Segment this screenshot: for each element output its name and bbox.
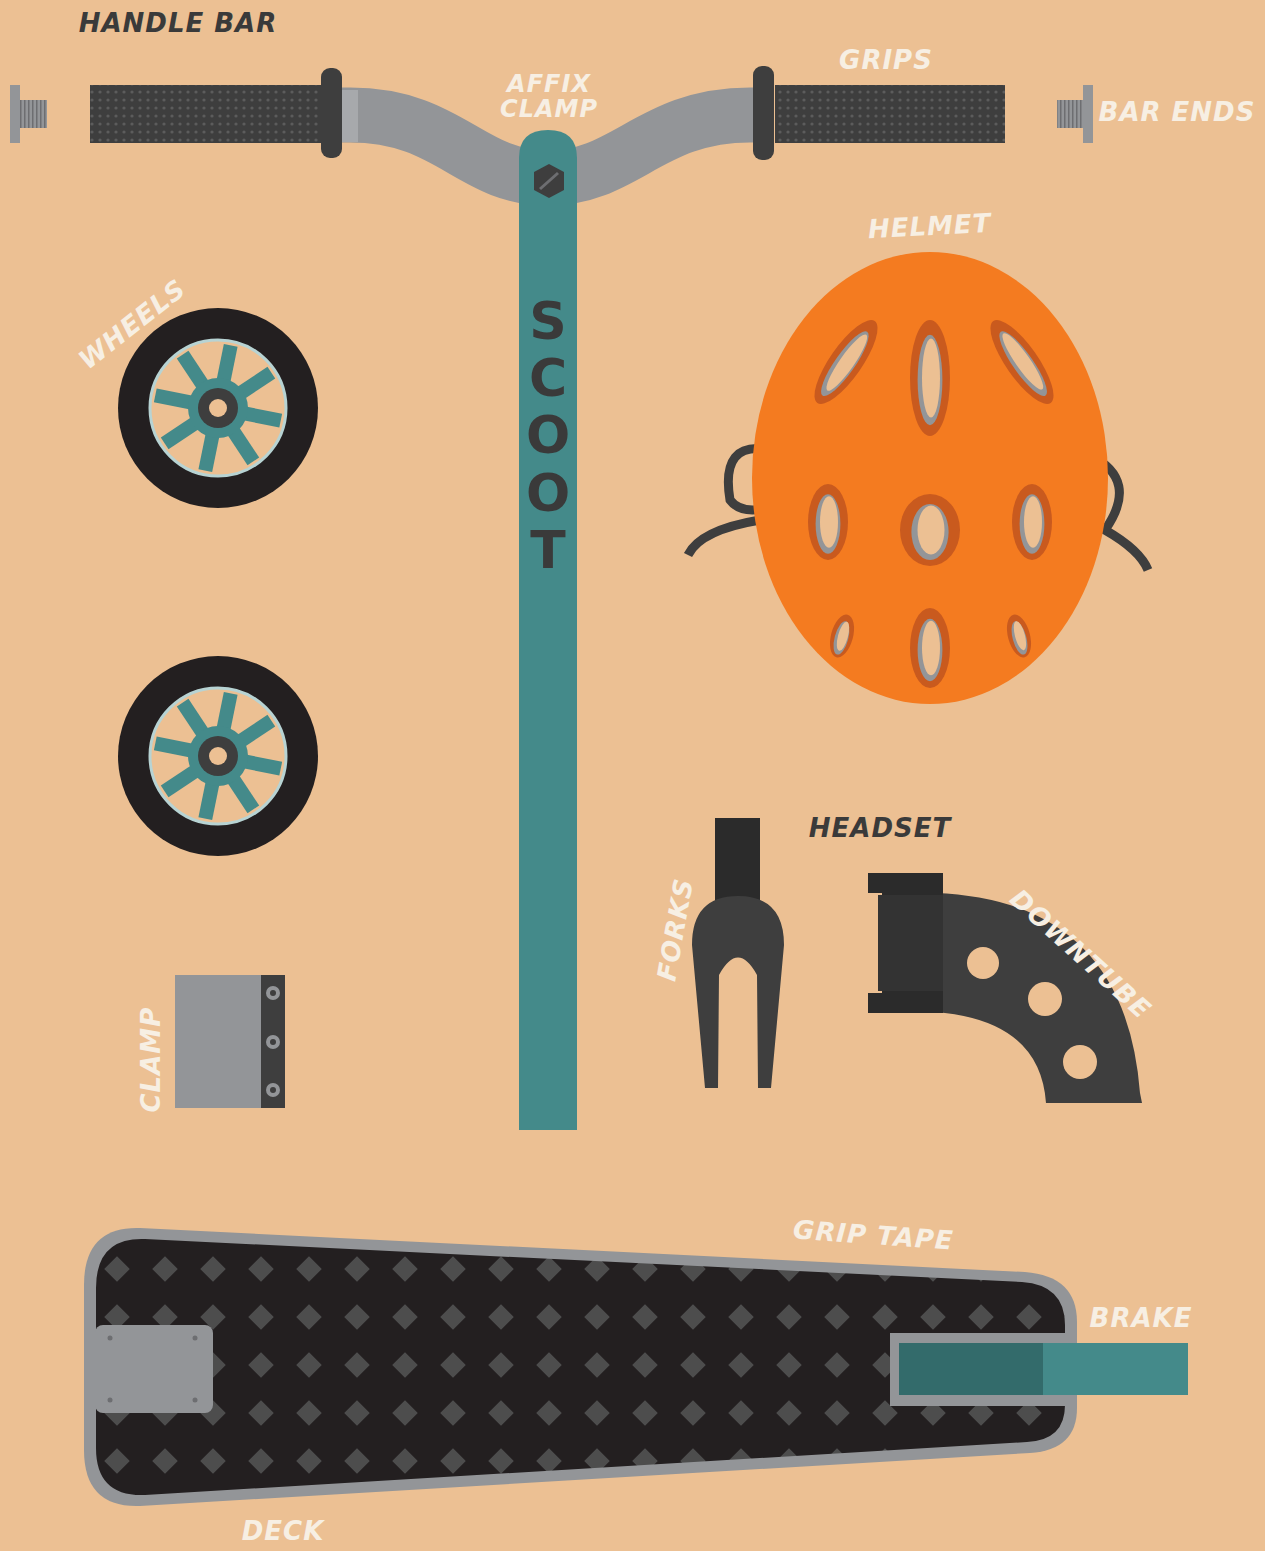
vent-rim — [804, 312, 888, 412]
part-label: HEADSET — [809, 815, 951, 842]
part-label: GRIP TAPE — [792, 1217, 954, 1255]
wheels — [118, 308, 318, 856]
hub — [198, 388, 238, 428]
vent-hole — [1011, 620, 1028, 651]
part-label: DECK — [242, 1518, 325, 1545]
vent-hole — [821, 331, 872, 395]
stem — [519, 130, 577, 1130]
hub — [198, 736, 238, 776]
helmet — [688, 252, 1148, 704]
part-label: CLAMP — [138, 1007, 165, 1113]
axle-hole — [209, 399, 227, 417]
vent-rim — [980, 312, 1064, 412]
vent-rim — [910, 320, 950, 436]
rim — [150, 688, 286, 824]
vent-rim — [1012, 484, 1052, 560]
part-label: HANDLE BAR — [79, 10, 278, 37]
vent-rim — [1003, 612, 1036, 660]
vent-rim — [910, 608, 950, 688]
vent-hole — [922, 339, 940, 418]
part-label: GRIPS — [839, 47, 933, 74]
vent-inner — [918, 619, 943, 681]
vent-hole — [997, 329, 1048, 393]
brand-text: SCOOT — [522, 293, 574, 579]
vent-rim — [808, 484, 848, 560]
vent-inner — [814, 326, 875, 401]
vent-inner — [1020, 494, 1045, 553]
part-label: BRAKE — [1090, 1305, 1193, 1332]
vent-inner — [911, 504, 948, 560]
deck — [84, 1228, 1188, 1506]
vent-hole — [918, 506, 945, 555]
tyre — [118, 308, 318, 508]
axle-hole — [209, 747, 227, 765]
vent-inner — [918, 335, 943, 425]
vent-hole — [834, 621, 851, 652]
hub-ring — [188, 378, 248, 438]
part-label: FORKS — [654, 877, 699, 984]
vent-hole — [1024, 496, 1042, 548]
vent-inner — [816, 494, 841, 553]
vent-inner — [993, 326, 1054, 401]
vent-hole — [820, 496, 838, 548]
hub-ring — [188, 726, 248, 786]
vent-rim — [900, 494, 960, 566]
part-label: HELMET — [868, 210, 993, 244]
forks — [692, 818, 784, 1088]
vent-inner — [830, 620, 852, 657]
tyre — [118, 656, 318, 856]
part-label: BAR ENDS — [1099, 99, 1256, 126]
rim — [150, 340, 286, 476]
clamp — [175, 975, 285, 1108]
vent-inner — [1008, 620, 1030, 657]
part-label: AFFIX CLAMP — [489, 72, 609, 122]
vent-rim — [826, 612, 859, 660]
vent-hole — [922, 621, 940, 675]
